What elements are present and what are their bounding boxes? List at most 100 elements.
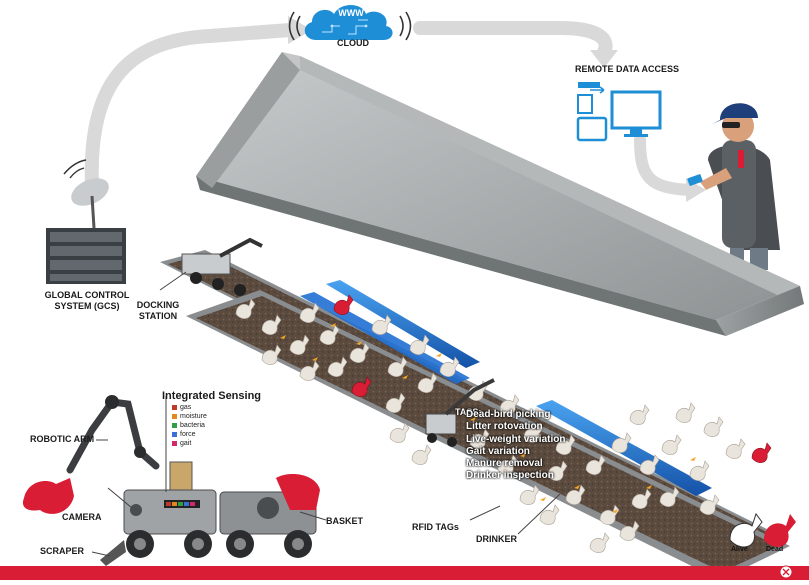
live-bird <box>327 356 348 377</box>
rfid-tag <box>280 335 286 339</box>
live-bird <box>389 422 410 443</box>
dead-bird <box>751 442 772 463</box>
rfid-tag <box>574 485 580 489</box>
gcs-label: GLOBAL CONTROL SYSTEM (GCS) <box>44 290 130 312</box>
tass-task: Manure removal <box>466 458 543 470</box>
live-bird <box>409 334 430 355</box>
cloud-icon <box>288 5 412 41</box>
live-bird <box>469 428 490 449</box>
integrated-sensing-title: Integrated Sensing <box>162 390 262 402</box>
tass-task: Live-weight variation <box>466 433 566 445</box>
dead-bird-icon <box>22 478 75 514</box>
broiler-flock <box>235 294 772 553</box>
sensing-item: gait <box>172 439 207 448</box>
rfid-tag <box>356 341 362 345</box>
server-rack-icon <box>46 228 126 284</box>
live-bird <box>539 504 560 525</box>
tass-task-list: Dead-bird picking Litter rotovation Live… <box>466 409 565 483</box>
arrow-head-icon <box>288 16 312 44</box>
house-roof <box>196 52 804 336</box>
scraper-label: SCRAPER <box>40 546 85 556</box>
gcs-to-cloud-arrow <box>84 23 297 192</box>
live-bird <box>565 484 586 505</box>
live-bird <box>387 356 408 377</box>
arrow-head-icon <box>590 50 618 68</box>
rfid-tag <box>540 497 546 501</box>
legend-alive-label: Alive <box>731 546 748 553</box>
basket-bird-icon <box>276 474 320 510</box>
live-bird <box>599 504 620 525</box>
live-bird <box>371 314 392 335</box>
live-bird <box>725 438 746 459</box>
live-bird <box>519 484 540 505</box>
sensing-item: force <box>172 430 207 439</box>
live-bird <box>629 404 650 425</box>
live-bird <box>689 460 710 481</box>
gcs-label-line2: SYSTEM (GCS) <box>54 301 120 311</box>
camera-icon <box>130 504 142 516</box>
leader-lines <box>91 271 561 557</box>
docking-station-label: DOCKING STATION <box>136 300 180 322</box>
tass-title: TASS: <box>455 407 482 417</box>
sensing-item-label: bacteria <box>180 422 205 429</box>
legend-dead-label: Dead <box>766 546 784 553</box>
live-bird <box>555 434 576 455</box>
live-bird <box>611 432 632 453</box>
live-bird <box>235 298 256 319</box>
sensing-item-label: gait <box>180 440 192 447</box>
live-bird <box>497 454 518 475</box>
sensing-item: moisture <box>172 412 207 421</box>
tass-task: Drinker inspection <box>466 470 554 482</box>
user-figure <box>687 103 780 270</box>
cloud-badge: WWW <box>338 8 364 18</box>
live-bird <box>699 494 720 515</box>
gcs-label-line1: GLOBAL CONTROL <box>44 290 130 300</box>
camera-label: CAMERA <box>62 512 102 522</box>
live-bird <box>547 460 568 481</box>
tass-task: Gait variation <box>466 445 530 457</box>
rfid-tags-label: RFID TAGs <box>412 522 459 532</box>
rfid-tag <box>646 485 652 489</box>
scraper-blade <box>100 540 126 566</box>
live-bird <box>619 520 640 541</box>
live-bird <box>299 302 320 323</box>
legend-dead-icon <box>764 514 796 547</box>
live-bird <box>523 422 544 443</box>
live-bird <box>585 454 606 475</box>
rfid-tag <box>690 457 696 461</box>
sensing-item-label: moisture <box>180 413 207 420</box>
dead-bird <box>351 376 372 397</box>
live-bird <box>639 454 660 475</box>
live-bird <box>659 486 680 507</box>
sensing-item: gas <box>172 403 207 412</box>
tass-robot-in-house <box>425 378 495 447</box>
live-bird <box>675 402 696 423</box>
sensing-item-label: force <box>180 431 196 438</box>
live-bird <box>299 360 320 381</box>
rfid-tag <box>436 353 442 357</box>
live-bird <box>289 334 310 355</box>
live-bird <box>589 532 610 553</box>
docking-line2: STATION <box>138 311 178 321</box>
tass-task: Litter rotovation <box>466 421 543 433</box>
satellite-dish-icon <box>63 159 109 229</box>
live-bird <box>385 392 406 413</box>
live-bird <box>319 324 340 345</box>
rfid-tag <box>402 375 408 379</box>
live-bird <box>261 344 282 365</box>
live-bird <box>417 372 438 393</box>
live-bird <box>411 444 432 465</box>
sensing-list: gas moisture bacteria force gait <box>172 403 207 448</box>
rfid-tag <box>612 509 618 513</box>
live-bird <box>439 356 460 377</box>
live-bird <box>261 314 282 335</box>
main-robot <box>22 395 320 566</box>
rfid-tag <box>330 323 336 327</box>
tass-task: Dead-bird picking <box>466 409 551 420</box>
user-arrow <box>634 134 696 196</box>
robotic-arm-label: ROBOTIC ARM <box>30 434 95 444</box>
live-bird <box>661 434 682 455</box>
docked-robot <box>181 237 263 296</box>
